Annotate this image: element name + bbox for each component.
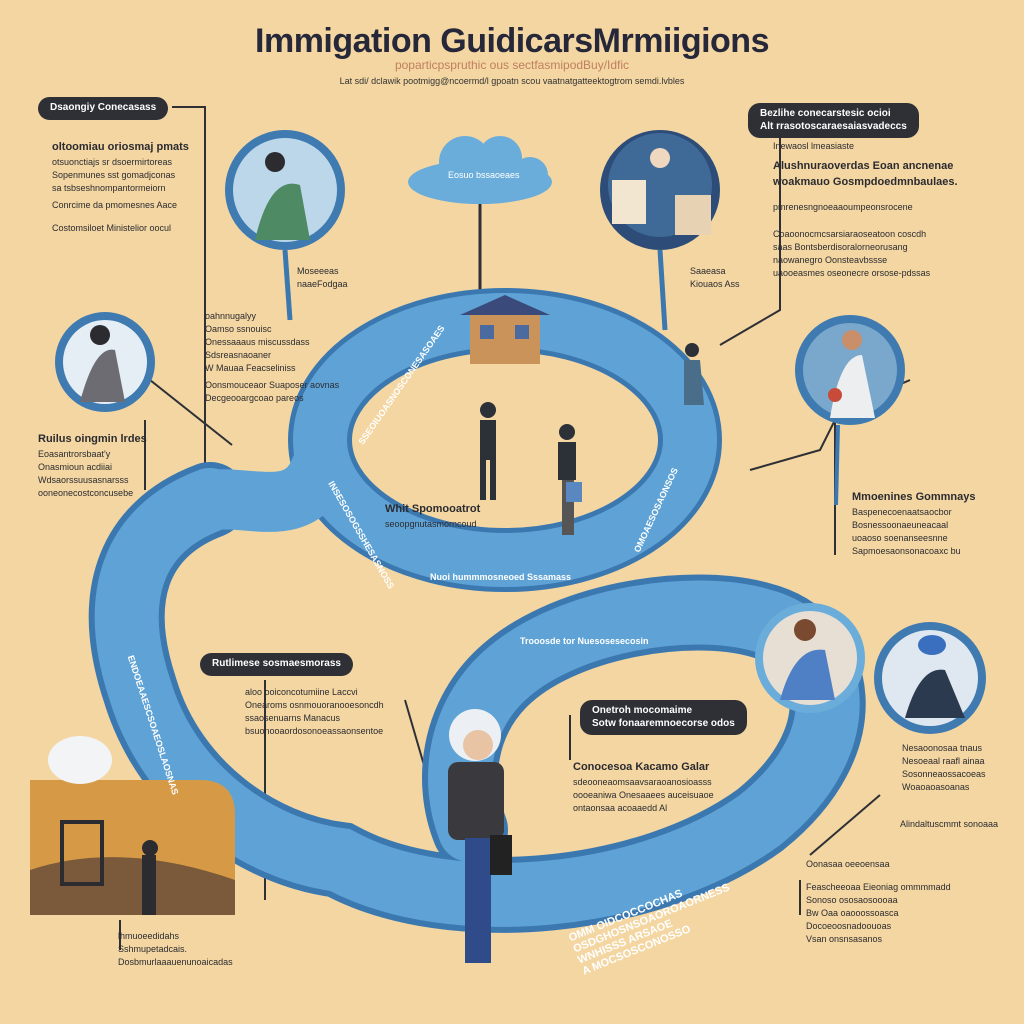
block-line: Feascheeoaa Eieoniag ommmmadd [806,882,951,893]
block-line: naaeFodgaa [297,279,348,290]
block-line: Saaeasa [690,266,726,276]
block-line: Mmoenines Gommnays [852,491,976,503]
block-line: uaooeasmes oseonecre orsose-pdssas [773,268,931,279]
label-pill-bottom: Onetroh mocomaime Sotw fonaaremnoecorse … [580,700,747,735]
block-line: lhmuoeedidahs [118,931,180,941]
block-line: Onasmioun acdiiai [38,461,113,472]
block-line: Nesaoonosaa tnaus [902,743,983,753]
doctor-portrait-icon [795,315,905,506]
block-line: Oonsmouceaor Suaposer aovnas [205,380,340,391]
block-line: saas Bontsberdisoralorneorusang [773,242,908,253]
block-line: Moseeeas [297,266,339,276]
text-block-bottom-left: lhmuoeedidahs Sshmupetadcais. Dosbmurlaa… [118,930,233,969]
text-block-bottom-center: Conocesoa Kacamo Galar sdeooneaomsaavsar… [573,760,714,815]
worker-portrait-icon [874,622,986,734]
block-line: Woaoaoasoanas [902,782,970,793]
block-line: Inewaosl lmeasiaste [773,141,855,151]
label-pill-mid: Rutlimese sosmaesmorass [200,653,353,676]
text-block-top-left: oltoomiau oriosmaj pmats otsuonctiajs sr… [52,140,189,235]
label-pill-top-left: Dsaongiy Conecasass [38,97,169,120]
road-text-middle: Trooosde tor Nuesosesecosin [520,636,649,646]
block-line: woakmauo Gosmpdoedmnbaulaes. [773,175,958,188]
block-line: seoopgnutasmorncoud [385,518,477,529]
block-line: ssaosenuarns Manacus [245,713,341,724]
block-line: Bosnessoonaeuneacaal [852,519,949,530]
page-subtitle: poparticpspruthic ous sectfasmipodBuy/Id… [394,58,630,72]
block-line: Costomsiloet Ministelior oocul [52,223,172,234]
block-line: Dosbmurlaaauenunoaicadas [118,957,233,968]
block-line: Sopenmunes sst gomadjconas [52,169,176,180]
text-block-right-lower: Nesaoonosaa tnaus Nesoeaal raafl ainaa S… [902,742,986,794]
block-line: Coaoonocmcsarsiaraoseatoon coscdh [773,228,927,239]
block-line: Alushnuraoverdas Eoan ancnenae [773,160,954,173]
text-block-center: Whit Spomooatrot seoopgnutasmorncoud [385,502,480,531]
block-line: bsuonooaordosonoeassaonsentoe [245,726,384,737]
block-line: Eoasantrorsbaat'y [38,448,111,459]
page-title: Immigation GuidicarsMrmiigions [255,22,769,60]
block-line: Docoeoosnadoouoas [806,921,892,932]
text-right-note: Alindaltuscmmt sonoaaa [900,819,999,829]
block-line: Decgeooargcoao pareos [205,393,304,404]
documents-portrait-icon [600,130,720,331]
block-line: Sonoso ososaosoooaa [806,895,898,906]
office-scene-image [30,736,235,915]
block-line: Sosonneaossacoeas [902,769,986,780]
portrait-circles [55,130,986,734]
text-block-top-right: Inewaosl lmeasiaste Alushnuraoverdas Eoa… [773,140,958,280]
block-line: Onessaaaus miscussdass [205,337,310,348]
person-portrait-icon [225,130,345,321]
page-tagline: Lat sdi/ dclawik pootmigg@ncoermd/l gpoa… [339,76,685,86]
block-line: Onearoms osnmouoranooesoncdh [245,700,384,711]
cloud-label: Eosuo bssaoeaes [448,170,520,180]
block-line: Conocesoa Kacamo Galar [573,761,710,773]
woman-laptop-portrait-icon [55,312,155,412]
road-text-inner-bottom: Nuoi hummmosneoed Sssamass [430,572,572,582]
block-line: Conrcime da pmomesnes Aace [52,200,178,211]
block-line: Sshmupetadcais. [118,944,188,955]
block-line: aloo ooiconcotumiine Laccvi [245,687,358,697]
cloud-icon [408,136,552,204]
people-figures [480,343,704,535]
block-line: Baspenecoenaatsaocbor [852,506,952,517]
block-line: otsuonctiajs sr dsoermirtoreas [52,156,173,167]
block-line: Ruilus oingmin lrdes [38,433,147,445]
pill-line: Onetroh mocomaime [592,705,693,716]
block-line: Bw Oaa oaooossoasca [806,908,899,919]
block-line: sa tsbseshnompantormeiorn [52,183,166,194]
block-line: sdeooneaomsaavsaraoanosioasss [573,776,712,787]
block-line: Nesoeaal raafl ainaa [902,756,985,767]
block-line: W Mauaa Feacseliniss [205,363,296,374]
block-line: ontaonsaa acoaaedd Al [573,803,668,814]
house-icon [460,295,550,364]
pill-line: Sotw fonaaremnoecorse odos [592,717,735,729]
block-line: Sapmoesaonsonacoaxc bu [852,546,961,557]
nurse-portrait-icon [755,603,865,713]
block-line: Oamso ssnouisc [205,324,272,335]
block-line: uoaoso soenanseesnne [852,533,948,544]
text-block-left-mid: oahnnugalyy Oamso ssnouisc Onessaaaus mi… [205,310,339,405]
block-line: naowanegro Oonsteavbssse [773,255,888,266]
block-line: pmrenesngnoeaaoumpeonsrocene [773,201,913,212]
block-line: Whit Spomooatrot [385,503,481,515]
text-block-right-mid: Mmoenines Gommnays Baspenecoenaatsaocbor… [852,490,975,558]
label-pill-top-right: Bezlihe conecarstesic ocioi Alt rrasotos… [748,103,919,138]
pill-line: Bezlihe conecarstesic ocioi [760,108,891,119]
block-line: ooneonecostconcusebe [38,488,134,499]
block-line: Vsan onsnsasanos [806,934,883,945]
text-block-left-lower: Ruilus oingmin lrdes Eoasantrorsbaat'y O… [38,432,147,500]
block-line: oooeaniwa Onesaaees auceisuaoe [573,789,714,800]
text-block-mid-list: aloo ooiconcotumiine Laccvi Onearoms osn… [245,686,384,738]
block-line: Oonasaa oeeoensaa [806,859,890,869]
circle-caption: Moseeeas naaeFodgaa [297,265,348,291]
block-line: oltoomiau oriosmaj pmats [52,141,189,153]
pill-line: Alt rrasotoscaraesaiasvadeccs [760,120,907,132]
right-circle-caption: Saaeasa Kiouaos Ass [690,265,740,291]
block-line: Wdsaorssuusasnarsss [38,475,129,486]
traveler-figure [448,709,512,963]
block-line: Kiouaos Ass [690,279,740,290]
text-block-bottom-right: Oonasaa oeeoensaa Feascheeoaa Eieoniag o… [806,858,951,946]
block-line: oahnnugalyy [205,311,257,321]
block-line: Sdsreasnaoaner [205,350,272,361]
